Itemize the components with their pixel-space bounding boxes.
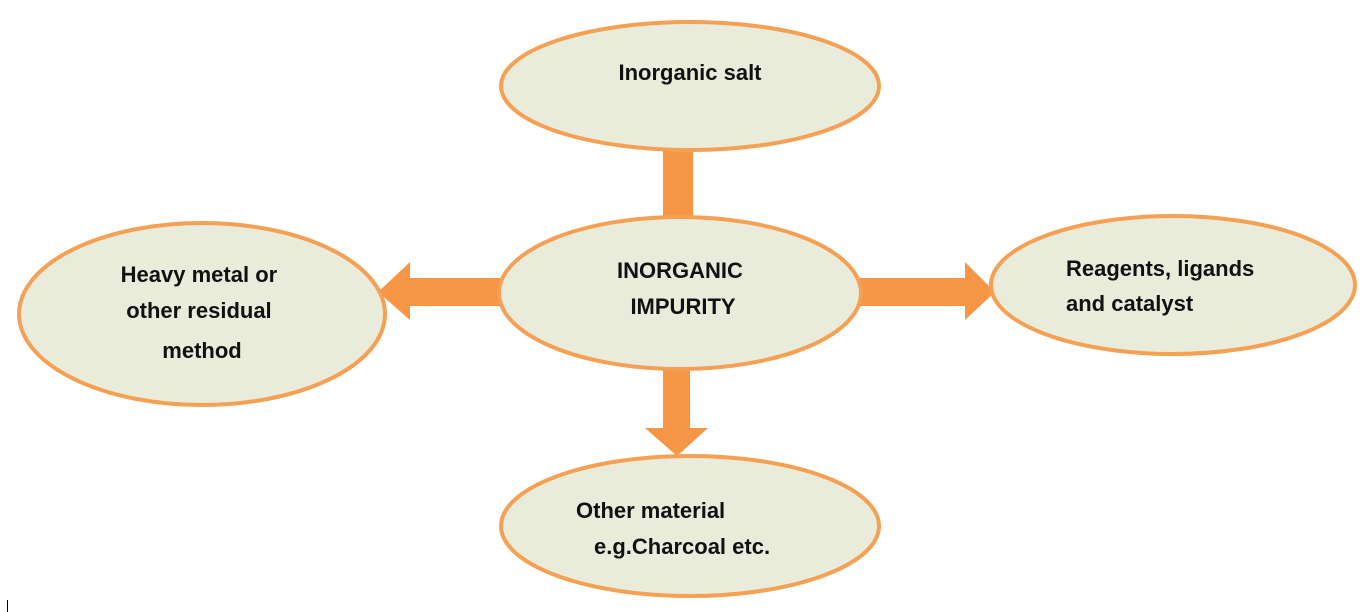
bottom-arrow xyxy=(645,362,708,456)
node-heavy-metal-line: other residual xyxy=(126,298,271,323)
corner-mark xyxy=(7,600,8,612)
node-inorganic-impurity: INORGANIC IMPURITY xyxy=(497,215,863,371)
node-other-material-line: Other material xyxy=(576,498,725,523)
node-heavy-metal-shape xyxy=(17,221,387,407)
node-reagents-line: and catalyst xyxy=(1066,291,1194,316)
top-connector xyxy=(663,148,693,220)
node-heavy-metal-label: Heavy metal or other residual method xyxy=(121,262,284,363)
node-heavy-metal-line: Heavy metal or xyxy=(121,262,278,287)
node-inorganic-salt-label: Inorganic salt xyxy=(618,60,762,85)
node-inorganic-impurity-line: IMPURITY xyxy=(630,294,735,319)
node-reagents-label: Reagents, ligands and catalyst xyxy=(1066,256,1260,316)
node-inorganic-impurity-line: INORGANIC xyxy=(617,258,743,283)
node-other-material-label: Other material e.g.Charcoal etc. xyxy=(576,498,770,559)
node-heavy-metal: Heavy metal or other residual method xyxy=(17,221,387,407)
node-reagents-line: Reagents, ligands xyxy=(1066,256,1254,281)
node-inorganic-salt-line: Inorganic salt xyxy=(618,60,762,85)
node-inorganic-salt-shape xyxy=(499,20,881,152)
node-inorganic-impurity-label: INORGANIC IMPURITY xyxy=(617,258,749,319)
node-reagents-shape xyxy=(989,214,1357,356)
left-arrow xyxy=(378,262,500,320)
node-inorganic-salt: Inorganic salt xyxy=(499,20,881,152)
node-heavy-metal-line: method xyxy=(162,338,241,363)
node-reagents: Reagents, ligands and catalyst xyxy=(989,214,1357,356)
right-arrow xyxy=(858,262,995,320)
node-other-material: Other material e.g.Charcoal etc. xyxy=(499,454,881,598)
node-other-material-line: e.g.Charcoal etc. xyxy=(594,534,770,559)
node-inorganic-impurity-shape xyxy=(497,215,863,371)
node-other-material-shape xyxy=(499,454,881,598)
connectors xyxy=(378,148,995,456)
